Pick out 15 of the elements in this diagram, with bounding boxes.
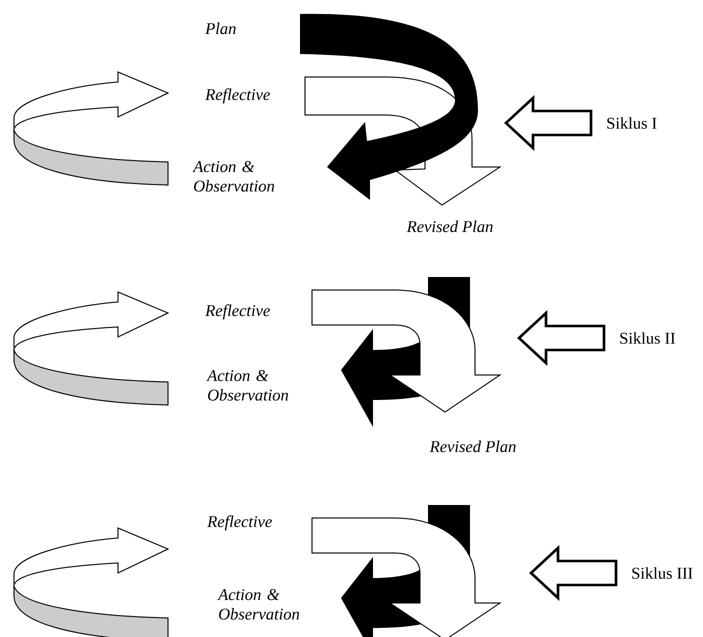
cycle-label: Siklus I [607, 117, 656, 129]
stage-label: Action & Observation [192, 161, 274, 192]
stage-label: Plan [205, 22, 236, 34]
stage-label: Revised Plan [430, 440, 516, 452]
block-arrow [504, 95, 592, 151]
stage-label: Reflective [205, 88, 270, 104]
stage-label: Reflective [205, 304, 270, 320]
stage-label: Revised Plan [406, 220, 493, 232]
stage-label: Action & Observation [217, 589, 300, 620]
stage-label: Action & Observation [206, 370, 288, 401]
block-arrow [529, 545, 618, 601]
block-arrow [517, 310, 606, 366]
stage-label: Reflective [207, 515, 272, 531]
cycle-label: Siklus II [620, 332, 675, 344]
cycle-label: Siklus III [632, 567, 692, 579]
